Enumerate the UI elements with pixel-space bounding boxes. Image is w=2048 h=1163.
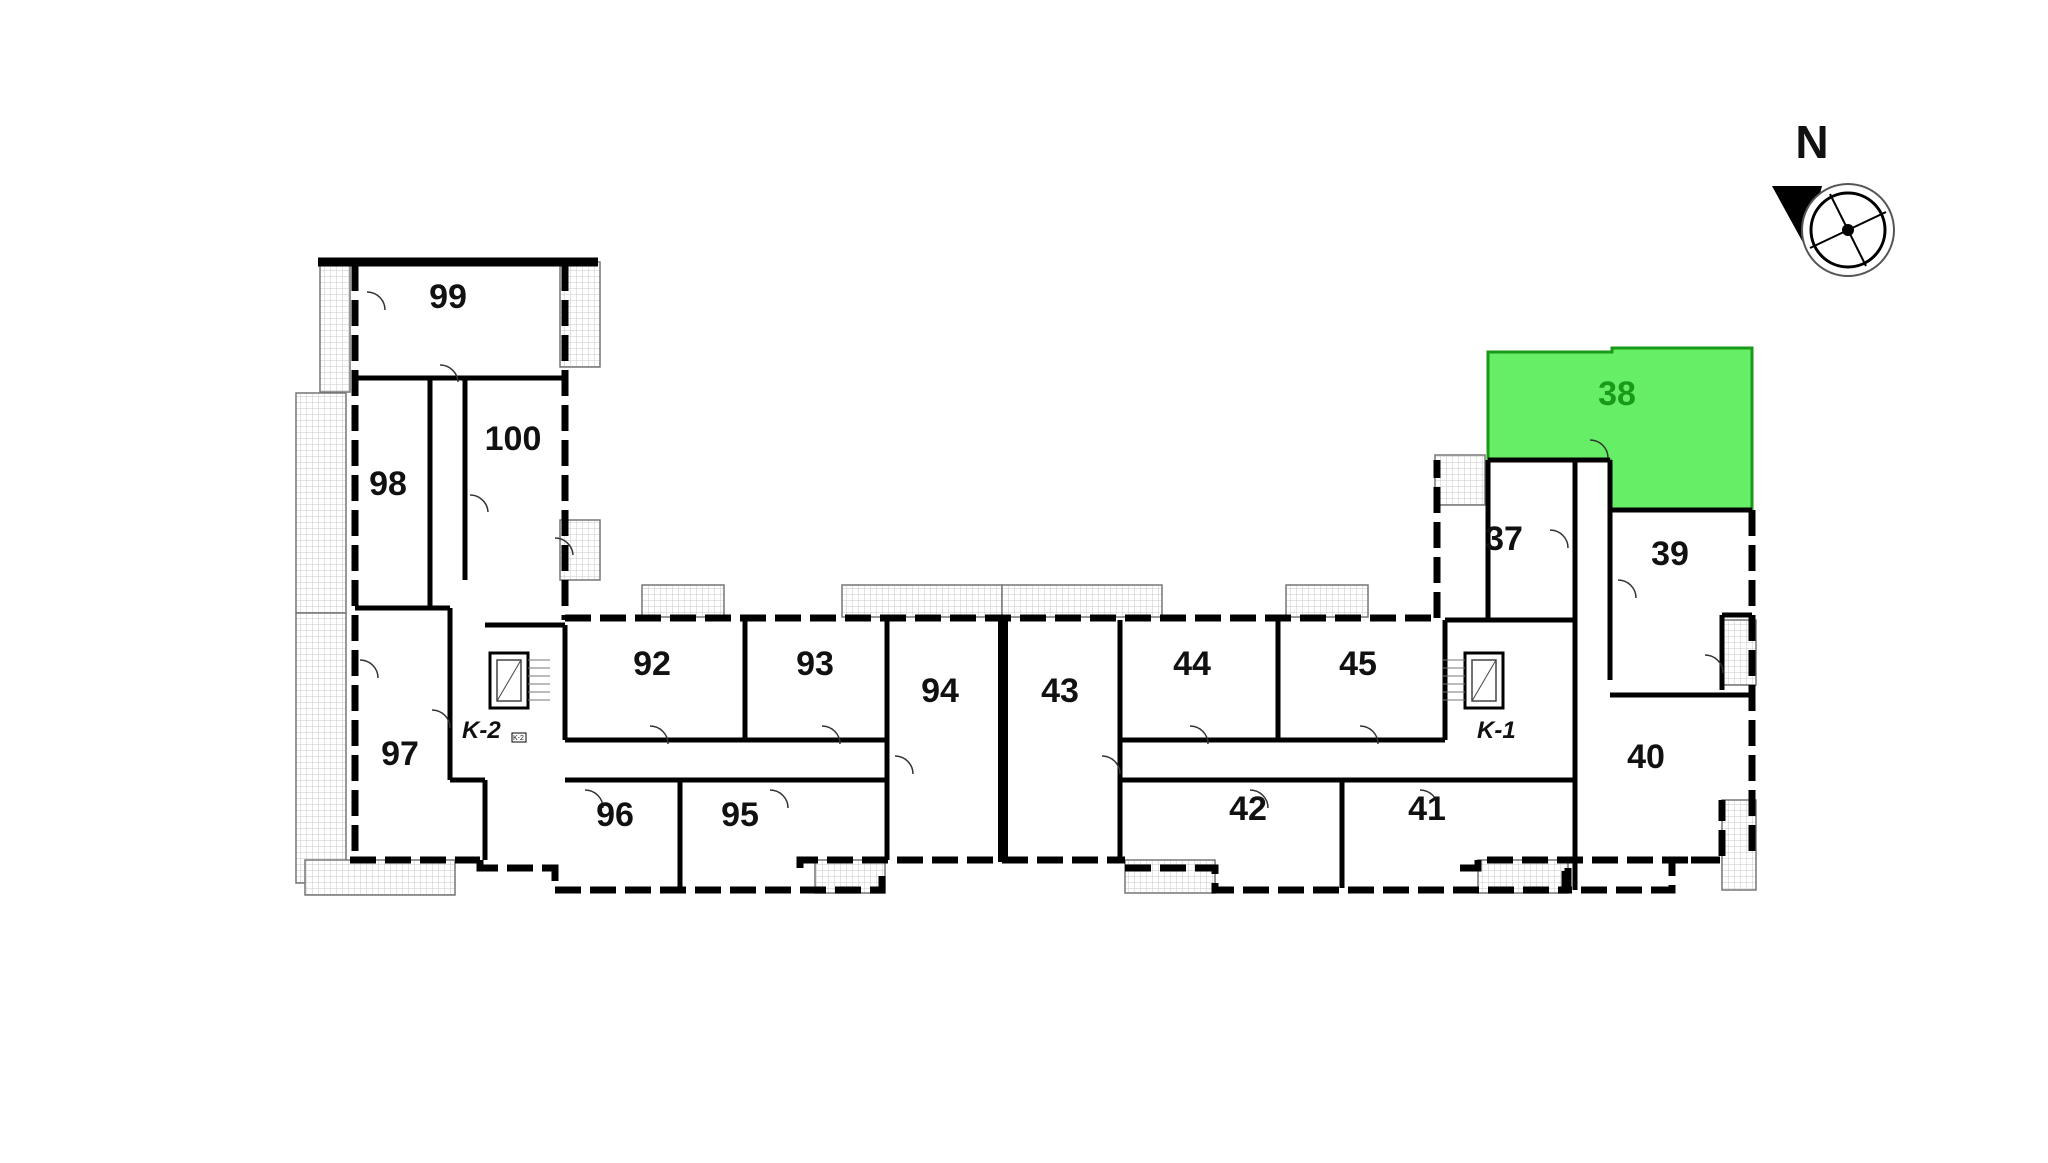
apartment-label-42[interactable]: 42: [1229, 790, 1267, 828]
apartment-label-39[interactable]: 39: [1651, 535, 1689, 573]
apartment-label-45[interactable]: 45: [1339, 645, 1377, 683]
apartment-label-44[interactable]: 44: [1173, 645, 1211, 683]
door-swings: [359, 291, 1724, 809]
apartment-label-100[interactable]: 100: [485, 420, 542, 458]
apartment-label-93[interactable]: 93: [796, 645, 834, 683]
apartment-label-98[interactable]: 98: [369, 465, 407, 503]
apartment-label-97[interactable]: 97: [381, 735, 419, 773]
stairwell-tag-k2: K-2: [513, 735, 524, 742]
compass: N: [1772, 116, 1895, 277]
stairwell-label-k2: K-2: [462, 717, 501, 744]
apartment-label-99[interactable]: 99: [429, 278, 467, 316]
apartment-38-area[interactable]: [1486, 346, 1754, 512]
stairwell-k1: [1443, 651, 1505, 710]
apartment-label-43[interactable]: 43: [1041, 672, 1079, 710]
apartment-label-37[interactable]: 37: [1485, 520, 1523, 558]
north-label: N: [1795, 116, 1828, 168]
partitions: [355, 375, 1752, 890]
stairwell-label-k1: K-1: [1477, 717, 1516, 744]
apartment-label-38[interactable]: 38: [1598, 375, 1636, 413]
apartment-label-95[interactable]: 95: [721, 796, 759, 834]
apartment-label-41[interactable]: 41: [1408, 790, 1446, 828]
apartment-label-40[interactable]: 40: [1627, 738, 1665, 776]
apartment-label-96[interactable]: 96: [596, 796, 634, 834]
apartment-label-92[interactable]: 92: [633, 645, 671, 683]
exterior-walls: [318, 257, 1756, 894]
stairwell-k2: [488, 651, 550, 710]
apartment-labels: 99 100 98 97 92 93 94 96 95 43 44 45 42 …: [369, 278, 1689, 834]
apartment-label-94[interactable]: 94: [921, 672, 959, 710]
